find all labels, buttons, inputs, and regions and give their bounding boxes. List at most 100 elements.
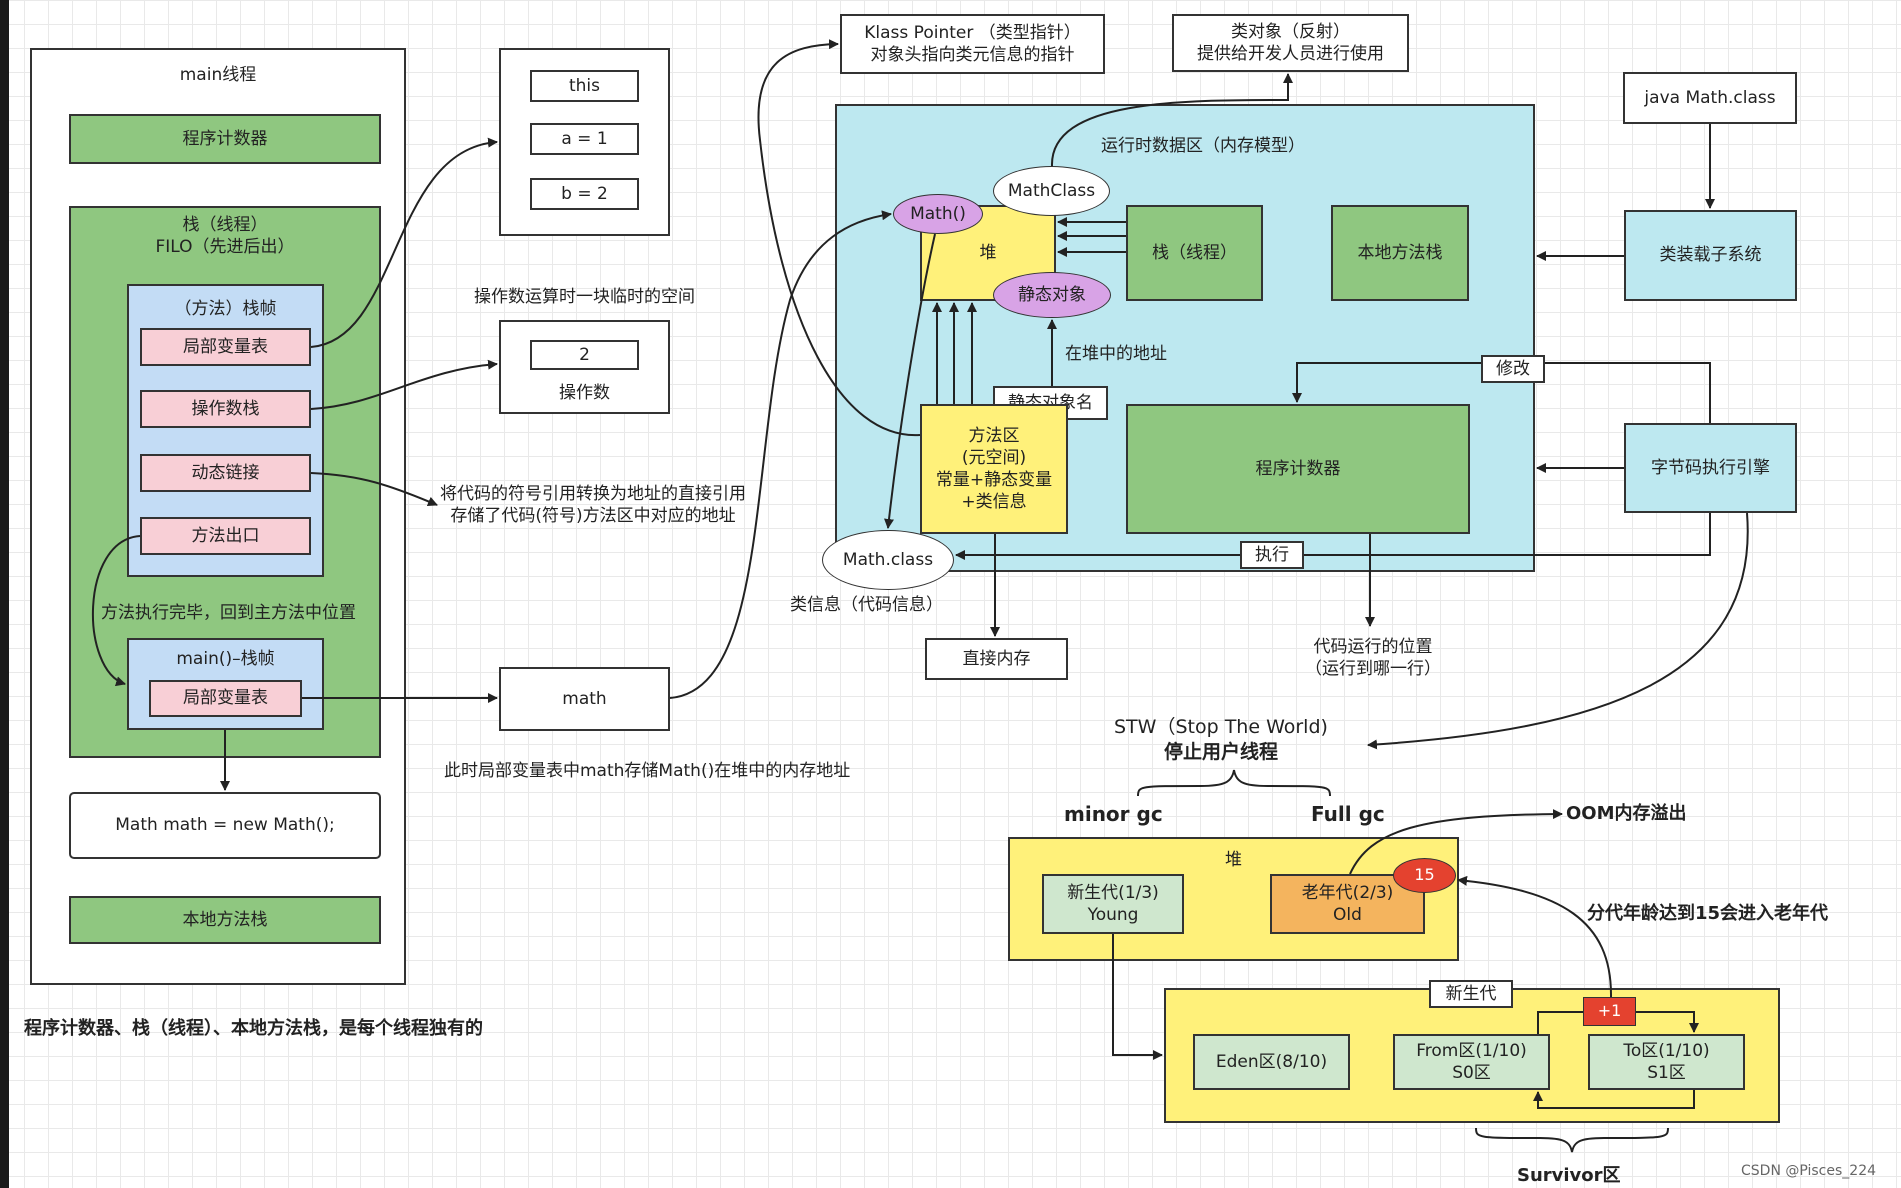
class-object-line-1: 类对象（反射） [1231, 21, 1350, 42]
arrow-mathobj-to-class-file [884, 233, 936, 529]
dynamic-link-note: 将代码的符号引用转换为地址的直接引用 存储了代码(符号)方法区中对应的地址 [440, 483, 746, 527]
arrow-exit-to-mainframe [92, 535, 141, 687]
main-frame-title: main()–栈帧 [176, 649, 275, 669]
local-table-b: b = 2 [530, 178, 639, 210]
arrow-old-to-oom [1349, 809, 1563, 875]
main-thread-title: main线程 [179, 65, 257, 85]
local-vars-cell: 局部变量表 [140, 328, 311, 366]
native-stack-block: 本地方法栈 [69, 896, 381, 944]
code-position-label: 代码运行的位置 （运行到哪一行） [1305, 636, 1441, 680]
arrow-engine-execute-class-file [956, 513, 1711, 555]
minor-gc-label: minor gc [1064, 802, 1163, 826]
code-position-line-2: （运行到哪一行） [1305, 659, 1441, 680]
local-table-a: a = 1 [530, 123, 639, 155]
from-line-1: From区(1/10) [1416, 1040, 1527, 1061]
stw-line: STW（Stop The World) [1114, 716, 1328, 738]
return-note: 方法执行完毕，回到主方法中位置 [101, 603, 356, 623]
pc-block: 程序计数器 [69, 114, 381, 164]
runtime-native-block: 本地方法栈 [1331, 205, 1469, 301]
runtime-stack-block: 栈（线程） [1126, 205, 1263, 301]
klass-pointer-box: Klass Pointer （类型指针） 对象头指向类元信息的指针 [840, 14, 1105, 74]
method-exit-cell: 方法出口 [140, 517, 311, 555]
execute-label: 执行 [1240, 541, 1304, 569]
eden-block: Eden区(8/10) [1193, 1034, 1350, 1090]
stack-heading: 栈（线程） FILO（先进后出） [155, 214, 294, 258]
arrow-engine-modify-pc [1297, 362, 1711, 423]
math-ref-note: 此时局部变量表中math存储Math()在堆中的内存地址 [444, 761, 851, 781]
watermark: CSDN @Pisces_224 [1741, 1163, 1877, 1179]
klass-pointer-line-2: 对象头指向类元信息的指针 [870, 45, 1075, 65]
arrow-operand-to-box [310, 359, 498, 410]
stack-subtitle: FILO（先进后出） [155, 237, 295, 258]
arrow-methodarea-to-mathobj [757, 39, 921, 437]
arrow-to-to-from [1533, 1090, 1695, 1109]
young-gen-area-label: 新生代 [1429, 980, 1513, 1008]
brace-stw [1137, 769, 1331, 797]
math-class-ellipse: MathClass [993, 166, 1110, 216]
arrow-to-to-old [1457, 875, 1613, 998]
to-block: To区(1/10) S1区 [1588, 1034, 1745, 1090]
survivor-label: Survivor区 [1517, 1165, 1621, 1186]
bytecode-engine-box: 字节码执行引擎 [1624, 423, 1797, 513]
from-block: From区(1/10) S0区 [1393, 1034, 1550, 1090]
arrow-from-to-to [1537, 1011, 1694, 1034]
arrow-dynamic-to-note [310, 472, 438, 507]
young-gen-block: 新生代(1/3) Young [1042, 874, 1184, 934]
method-area-line-3: 常量+静态变量 [935, 470, 1053, 490]
operand-value: 2 [530, 340, 639, 370]
method-area-line-1: 方法区 [968, 425, 1020, 446]
class-info-label: 类信息（代码信息） [790, 595, 943, 615]
stw-label: STW（Stop The World) 停止用户线程 [1114, 715, 1328, 764]
to-line-1: To区(1/10) [1623, 1040, 1710, 1061]
code-position-line-1: 代码运行的位置 [1313, 637, 1433, 657]
arrow-localvars-to-table [310, 137, 498, 348]
method-area-line-4: +类信息 [961, 492, 1027, 513]
class-loader-box: 类装载子系统 [1624, 210, 1797, 301]
young-gen-line-2: Young [1087, 905, 1139, 925]
runtime-title: 运行时数据区（内存模型） [1101, 136, 1305, 156]
young-gen-line-1: 新生代(1/3) [1067, 882, 1159, 903]
code-line-box: Math math = new Math(); [69, 792, 381, 859]
klass-pointer-line-1: Klass Pointer （类型指针） [864, 22, 1081, 43]
class-object-line-2: 提供给开发人员进行使用 [1197, 44, 1384, 64]
from-line-2: S0区 [1452, 1063, 1491, 1083]
operand-label: 操作数 [559, 382, 610, 403]
operand-stack-cell: 操作数栈 [140, 390, 311, 428]
window-edge [0, 0, 9, 1188]
heap-address-label: 在堆中的地址 [1065, 344, 1167, 364]
operand-note: 操作数运算时一块临时的空间 [474, 287, 695, 307]
arrow-young-to-eden [1112, 934, 1163, 1060]
static-object-ellipse: 静态对象 [993, 272, 1111, 318]
method-area-block: 方法区 (元空间) 常量+静态变量 +类信息 [920, 404, 1068, 534]
age-note: 分代年龄达到15会进入老年代 [1587, 903, 1829, 924]
dynamic-link-cell: 动态链接 [140, 454, 311, 492]
direct-memory-box: 直接内存 [925, 638, 1068, 680]
arrow-mathclass-to-class-object [1050, 73, 1293, 167]
gc-heap-title: 堆 [1225, 850, 1242, 870]
brace-survivor [1475, 1127, 1669, 1153]
stack-title: 栈（线程） [182, 215, 268, 235]
local-table-this: this [530, 70, 639, 102]
java-math-class-box: java Math.class [1623, 72, 1797, 124]
age-badge: 15 [1393, 858, 1456, 893]
full-gc-label: Full gc [1311, 802, 1385, 826]
method-frame-title: （方法）栈帧 [174, 299, 277, 319]
dynamic-note-line-1: 将代码的符号引用转换为地址的直接引用 [440, 484, 746, 504]
method-area-line-2: (元空间) [961, 447, 1027, 468]
arrow-engine-to-stw [1367, 512, 1749, 750]
class-object-box: 类对象（反射） 提供给开发人员进行使用 [1172, 14, 1409, 72]
main-local-vars-cell: 局部变量表 [149, 680, 302, 717]
plus-one-badge: +1 [1583, 997, 1636, 1026]
runtime-pc-block: 程序计数器 [1126, 404, 1470, 534]
to-line-2: S1区 [1647, 1063, 1686, 1083]
old-gen-line-2: Old [1333, 905, 1362, 925]
modify-label: 修改 [1481, 355, 1545, 383]
arrow-math-to-mathobj [669, 210, 892, 699]
footnote: 程序计数器、栈（线程）、本地方法栈，是每个线程独有的 [24, 1018, 483, 1039]
old-gen-line-1: 老年代(2/3) [1301, 882, 1394, 903]
dynamic-note-line-2: 存储了代码(符号)方法区中对应的地址 [450, 506, 736, 527]
oom-label: OOM内存溢出 [1566, 803, 1687, 824]
math-object-ellipse: Math() [893, 194, 983, 234]
math-ref-box: math [499, 667, 670, 731]
